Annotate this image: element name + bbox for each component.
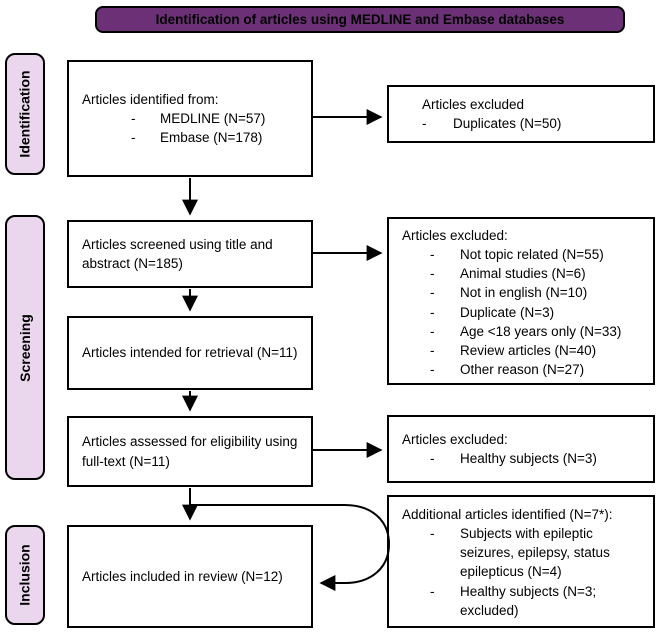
box-title: Additional articles identified (N=7*):: [402, 507, 613, 522]
list-item: - Subjects with epileptic seizures, epil…: [430, 526, 610, 580]
box-articles-assessed: Articles assessed for eligibility using …: [67, 416, 313, 487]
box-articles-identified: Articles identified from: - MEDLINE (N=5…: [67, 60, 313, 177]
box-title: Articles screened using title and abstra…: [82, 236, 273, 271]
box-title: Articles included in review (N=12): [82, 568, 283, 584]
box-articles-included: Articles included in review (N=12): [67, 525, 313, 628]
stage-label-text: Identification: [17, 70, 33, 158]
diagram-title-banner: Identification of articles using MEDLINE…: [95, 6, 625, 33]
box-title: Articles intended for retrieval (N=11): [82, 345, 298, 361]
stage-label-inclusion: Inclusion: [5, 525, 45, 625]
stage-label-identification: Identification: [5, 53, 45, 175]
list-item: - Not in english (N=10): [430, 285, 588, 301]
list-item: - Embase (N=178): [131, 130, 263, 146]
box-excluded-screening: Articles excluded: - Not topic related (…: [387, 217, 655, 385]
list-item: - Healthy subjects (N=3; excluded): [430, 583, 597, 618]
list-item: - Animal studies (N=6): [430, 266, 586, 282]
list-item: - MEDLINE (N=57): [131, 110, 266, 126]
box-excluded-duplicates: Articles excluded - Duplicates (N=50): [387, 85, 655, 143]
box-articles-screened: Articles screened using title and abstra…: [67, 220, 313, 288]
list-item: - Review articles (N=40): [430, 342, 597, 358]
list-item: - Healthy subjects (N=3): [430, 451, 597, 466]
box-title: Articles excluded:: [402, 431, 508, 447]
list-item: - Duplicate (N=3): [430, 304, 555, 320]
list-item: - Other reason (N=27): [430, 362, 585, 378]
stage-label-screening: Screening: [5, 215, 45, 480]
box-title: Articles excluded:: [402, 228, 508, 243]
box-title: Articles assessed for eligibility using …: [82, 434, 298, 469]
stage-label-text: Inclusion: [17, 544, 34, 606]
diagram-title: Identification of articles using MEDLINE…: [155, 12, 565, 27]
box-additional-articles: Additional articles identified (N=7*): -…: [387, 495, 655, 628]
box-title: Articles identified from:: [82, 91, 219, 107]
list-item: - Not topic related (N=55): [430, 247, 604, 263]
list-item: - Duplicates (N=50): [422, 116, 562, 131]
list-item: - Age <18 years only (N=33): [430, 323, 622, 339]
box-excluded-fulltext: Articles excluded: - Healthy subjects (N…: [387, 415, 655, 483]
stage-label-text: Screening: [17, 313, 34, 382]
box-articles-retrieval: Articles intended for retrieval (N=11): [67, 316, 313, 390]
box-title: Articles excluded: [422, 96, 525, 112]
